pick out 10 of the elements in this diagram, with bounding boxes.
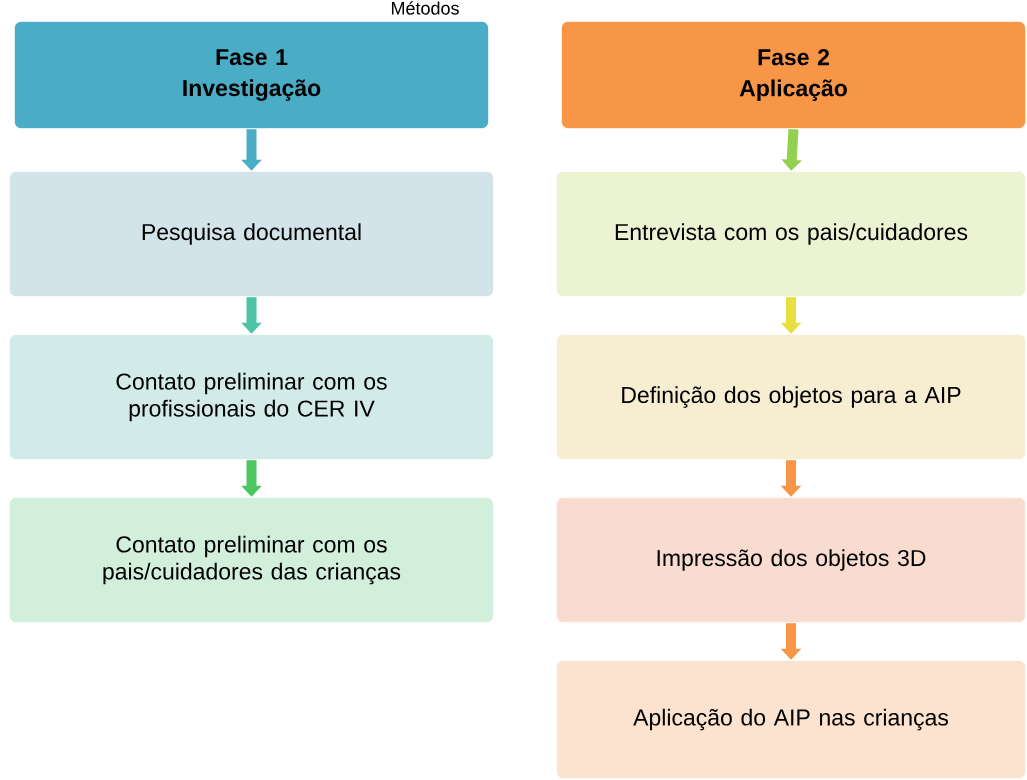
step-box: Impressão dos objetos 3D	[556, 497, 1026, 623]
step-box: Pesquisa documental	[9, 171, 494, 297]
step-box: Contato preliminar com os profissionais do CER IV	[9, 334, 494, 460]
step-box: Entrevista com os pais/cuidadores	[556, 171, 1026, 297]
title: Métodos	[391, 1, 459, 15]
phase-header: Fase 2 Aplicação	[561, 21, 1026, 129]
phase-header: Fase 1 Investigação	[14, 21, 489, 129]
step-box: Contato preliminar com os pais/cuidadores das crianças	[9, 497, 494, 623]
step-box: Definição dos objetos para a AIP	[556, 334, 1026, 460]
step-box: Aplicação do AIP nas crianças	[556, 660, 1026, 779]
